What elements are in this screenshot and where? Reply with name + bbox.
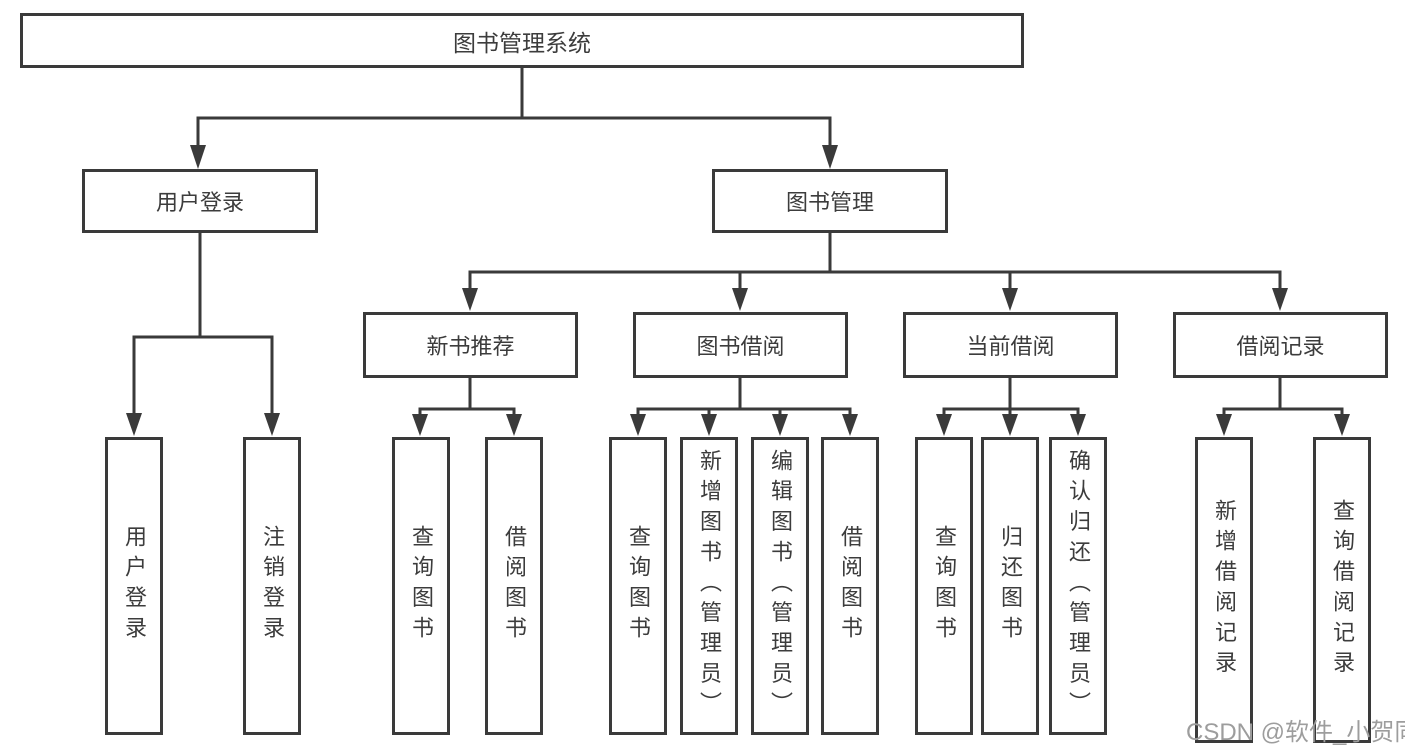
node-new-book-recommendation: 新书推荐	[363, 312, 578, 378]
node-leaf-records-add-record-label: 新增借阅记录	[1212, 498, 1237, 682]
connector-records-to-leaves	[1216, 378, 1350, 436]
node-user-login-label: 用户登录	[155, 190, 244, 215]
node-leaf-current-return-books-label: 归还图书	[998, 525, 1023, 647]
connector-recommendation-to-leaves	[412, 378, 522, 436]
node-leaf-records-query-record: 查询借阅记录	[1313, 437, 1371, 743]
node-leaf-current-confirm-return: 确认归还（管理员）	[1049, 437, 1107, 735]
node-leaf-user-login-label: 用户登录	[122, 525, 147, 647]
node-leaf-user-login: 用户登录	[105, 437, 163, 735]
node-leaf-borrowing-borrow-books: 借阅图书	[821, 437, 879, 735]
connector-user-login-to-leaves	[126, 233, 280, 436]
node-borrowing-records-label: 借阅记录	[1236, 334, 1325, 359]
node-book-management-label: 图书管理	[785, 190, 874, 215]
node-new-book-recommendation-label: 新书推荐	[426, 334, 515, 359]
node-leaf-borrowing-add-books: 新增图书（管理员）	[680, 437, 738, 735]
node-leaf-recommend-query-books-label: 查询图书	[409, 525, 434, 647]
node-leaf-records-query-record-label: 查询借阅记录	[1330, 498, 1355, 682]
node-leaf-borrowing-borrow-books-label: 借阅图书	[838, 525, 863, 647]
connector-root-to-level2	[190, 68, 838, 169]
node-leaf-records-add-record: 新增借阅记录	[1195, 437, 1253, 743]
node-book-management: 图书管理	[712, 169, 948, 233]
node-leaf-recommend-borrow-books: 借阅图书	[485, 437, 543, 735]
node-root: 图书管理系统	[20, 13, 1024, 68]
node-user-login: 用户登录	[82, 169, 318, 233]
node-leaf-logout-label: 注销登录	[260, 525, 285, 647]
node-book-borrowing: 图书借阅	[633, 312, 848, 378]
node-leaf-borrowing-edit-books-label: 编辑图书（管理员）	[768, 449, 793, 723]
node-leaf-borrowing-edit-books: 编辑图书（管理员）	[751, 437, 809, 735]
connector-current-to-leaves	[936, 378, 1086, 436]
node-leaf-current-confirm-return-label: 确认归还（管理员）	[1066, 449, 1091, 723]
node-leaf-borrowing-query-books-label: 查询图书	[626, 525, 651, 647]
node-leaf-recommend-borrow-books-label: 借阅图书	[502, 525, 527, 647]
node-leaf-logout: 注销登录	[243, 437, 301, 735]
connector-borrowing-to-leaves	[630, 378, 858, 436]
watermark: CSDN @软件_小贺同学	[1186, 719, 1405, 746]
node-leaf-borrowing-query-books: 查询图书	[609, 437, 667, 735]
node-leaf-current-return-books: 归还图书	[981, 437, 1039, 735]
node-current-borrowing: 当前借阅	[903, 312, 1118, 378]
node-borrowing-records: 借阅记录	[1173, 312, 1388, 378]
node-leaf-current-query-books-label: 查询图书	[932, 525, 957, 647]
node-book-borrowing-label: 图书借阅	[696, 334, 785, 359]
node-current-borrowing-label: 当前借阅	[966, 334, 1055, 359]
connector-book-management-to-level3	[462, 233, 1288, 311]
node-leaf-borrowing-add-books-label: 新增图书（管理员）	[697, 449, 722, 723]
node-root-label: 图书管理系统	[453, 29, 591, 56]
node-leaf-current-query-books: 查询图书	[915, 437, 973, 735]
node-leaf-recommend-query-books: 查询图书	[392, 437, 450, 735]
